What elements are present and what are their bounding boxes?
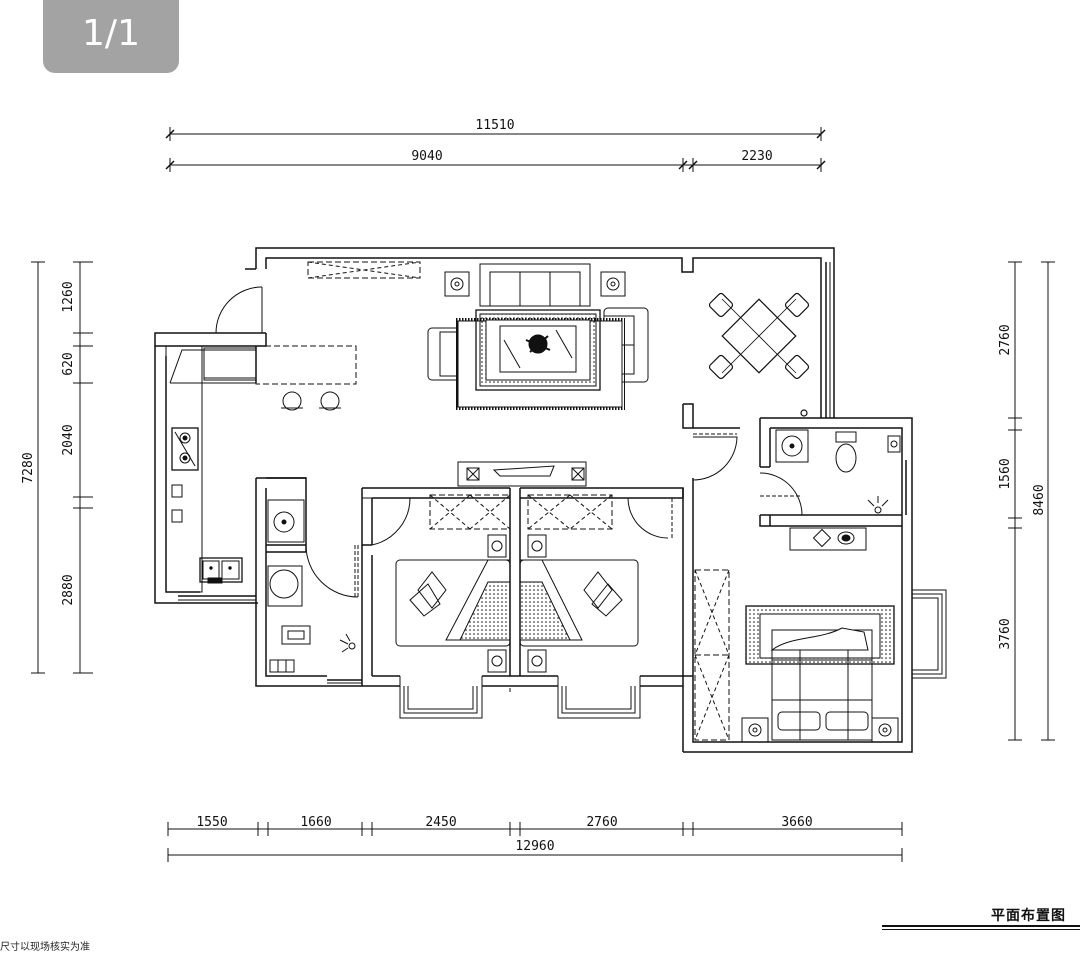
title-underline-thin [882, 929, 1080, 930]
drawing-title: 平面布置图 [991, 908, 1066, 924]
dim-right-seg-2: 1560 [998, 458, 1013, 489]
dimension-ticks [165, 129, 826, 170]
master-bedroom [694, 569, 899, 743]
doors [215, 286, 803, 598]
dim-left-overall: 7280 [21, 452, 36, 483]
bedroom-1 [395, 494, 511, 673]
dining-area [708, 292, 810, 417]
kitchen [165, 345, 357, 593]
dim-top-left: 9040 [411, 149, 442, 164]
window-bays [178, 262, 947, 719]
dim-right-overall: 8460 [1032, 484, 1047, 515]
dim-left-seg-1: 1260 [61, 281, 76, 312]
dim-left-seg-2: 620 [61, 352, 76, 375]
master-bathroom [775, 429, 901, 551]
living-room [307, 261, 649, 487]
dim-bottom-seg-3: 2450 [425, 815, 456, 830]
dim-right-seg-3: 3760 [998, 618, 1013, 649]
walls [154, 247, 913, 753]
dim-right-seg-1: 2760 [998, 324, 1013, 355]
dim-bottom-overall: 12960 [515, 839, 554, 854]
dim-top-overall: 11510 [475, 118, 514, 133]
dim-bottom-seg-5: 3660 [781, 815, 812, 830]
title-underline-thick [882, 925, 1080, 927]
dim-left-seg-3: 2040 [61, 424, 76, 455]
dim-top-right: 2230 [741, 149, 772, 164]
dim-bottom-seg-1: 1550 [196, 815, 227, 830]
footer-note: 尺寸以现场核实为准 [0, 942, 90, 953]
bedroom-2 [509, 494, 639, 692]
page-indicator-badge[interactable]: 1/1 [43, 0, 179, 73]
bathroom-left [267, 499, 356, 673]
dim-bottom-seg-4: 2760 [586, 815, 617, 830]
dim-left-seg-4: 2880 [61, 574, 76, 605]
dim-bottom-seg-2: 1660 [300, 815, 331, 830]
